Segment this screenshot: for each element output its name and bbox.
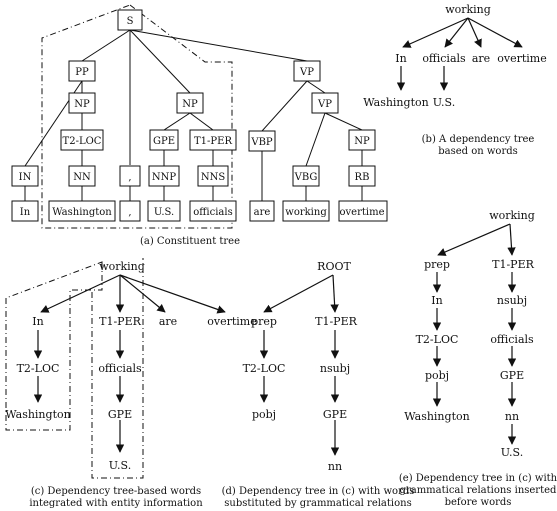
- e-prep: prep: [424, 258, 450, 271]
- word-comma: ,: [128, 207, 131, 218]
- node-vp2: VP: [317, 99, 332, 110]
- e-us: U.S.: [501, 446, 523, 459]
- d-nsubj: nsubj: [320, 362, 350, 375]
- caption-c-1: (c) Dependency tree-based words: [31, 486, 201, 497]
- b-us: U.S.: [433, 96, 455, 109]
- c-washington: Washington: [5, 408, 70, 421]
- e-nsubj: nsubj: [497, 294, 527, 307]
- c-us: U.S.: [109, 459, 131, 472]
- word-washington: Washington: [52, 207, 112, 218]
- caption-e-3: before words: [445, 497, 512, 508]
- node-np-mid: NP: [182, 99, 198, 110]
- b-overtime: overtime: [497, 52, 546, 65]
- panel-e-labels: working prep T1-PER In nsubj T2-LOC offi…: [404, 209, 535, 459]
- d-t2-loc: T2-LOC: [243, 362, 286, 375]
- word-are: are: [254, 207, 271, 218]
- node-vp: VP: [299, 67, 314, 78]
- node-nn: NN: [73, 172, 91, 183]
- node-rb: RB: [355, 172, 370, 183]
- d-t1-per: T1-PER: [315, 315, 357, 328]
- caption-b-2: based on words: [438, 146, 518, 157]
- c-are: are: [159, 315, 177, 328]
- panel-d-labels: ROOT prep T1-PER T2-LOC nsubj pobj GPE n…: [243, 260, 358, 473]
- c-t2-loc: T2-LOC: [17, 362, 60, 375]
- d-pobj: pobj: [252, 408, 276, 421]
- node-np-pp: NP: [74, 99, 90, 110]
- d-root: ROOT: [317, 260, 351, 273]
- node-np-vp: NP: [354, 136, 370, 147]
- c-gpe: GPE: [108, 408, 132, 421]
- c-working: working: [99, 260, 145, 273]
- panel-a-nodes: [11, 9, 388, 222]
- node-pp: PP: [75, 67, 89, 78]
- d-nn: nn: [328, 460, 342, 473]
- panel-a-labels: S PP NP T2-LOC NN IN In Washington , , N…: [19, 16, 385, 218]
- word-working: working: [285, 207, 327, 218]
- e-in: In: [431, 294, 442, 307]
- dash-dot-entity-region: [41, 4, 233, 229]
- b-in: In: [395, 52, 406, 65]
- node-t1-per: T1-PER: [194, 136, 232, 147]
- e-washington: Washington: [404, 410, 469, 423]
- d-gpe: GPE: [323, 408, 347, 421]
- node-t2-loc: T2-LOC: [63, 136, 102, 147]
- b-are: are: [472, 52, 490, 65]
- caption-b-1: (b) A dependency tree: [422, 134, 535, 145]
- node-nns: NNS: [201, 172, 226, 183]
- b-washington: Washington: [363, 96, 428, 109]
- c-t1-per: T1-PER: [99, 315, 141, 328]
- node-nnp: NNP: [152, 172, 177, 183]
- panel-c-edges: [33, 274, 226, 453]
- node-comma-tag: ,: [128, 172, 131, 183]
- panel-c-labels: working In T1-PER are overtime T2-LOC of…: [5, 260, 256, 472]
- e-t2-loc: T2-LOC: [416, 333, 459, 346]
- e-gpe: GPE: [500, 369, 524, 382]
- panel-a-constituent-tree: [24, 4, 363, 229]
- node-vbp: VBP: [250, 137, 273, 148]
- caption-a: (a) Constituent tree: [140, 236, 240, 247]
- word-in: In: [20, 207, 31, 218]
- e-working: working: [489, 209, 535, 222]
- d-prep: prep: [251, 315, 277, 328]
- node-vbg: VBG: [294, 172, 318, 183]
- panel-b-labels: working In officials are overtime Washin…: [363, 3, 546, 109]
- word-us: U.S.: [154, 207, 174, 218]
- caption-e-1: (e) Dependency tree in (c) with: [399, 473, 557, 484]
- b-working: working: [445, 3, 491, 16]
- e-pobj: pobj: [425, 369, 449, 382]
- e-t1-per: T1-PER: [492, 258, 534, 271]
- caption-e-2: grammatical relations inserted: [400, 485, 557, 496]
- panel-d-edges: [259, 274, 340, 456]
- word-overtime: overtime: [340, 207, 385, 218]
- c-overtime: overtime: [207, 315, 256, 328]
- word-officials: officials: [193, 207, 232, 218]
- panel-e-edges: [432, 223, 517, 445]
- b-officials: officials: [422, 52, 466, 65]
- node-gpe: GPE: [153, 136, 175, 147]
- c-in: In: [32, 315, 43, 328]
- c-officials: officials: [98, 362, 142, 375]
- caption-c-2: integrated with entity information: [29, 498, 203, 509]
- panel-c-regions: [5, 258, 144, 479]
- e-officials: officials: [490, 333, 534, 346]
- caption-d-2: substituted by grammatical relations: [224, 498, 411, 509]
- caption-d-1: (d) Dependency tree in (c) with words: [222, 486, 415, 497]
- node-in-tag: IN: [19, 172, 32, 183]
- node-s: S: [127, 16, 134, 27]
- e-nn: nn: [505, 410, 519, 423]
- panel-b-edges: [396, 17, 523, 91]
